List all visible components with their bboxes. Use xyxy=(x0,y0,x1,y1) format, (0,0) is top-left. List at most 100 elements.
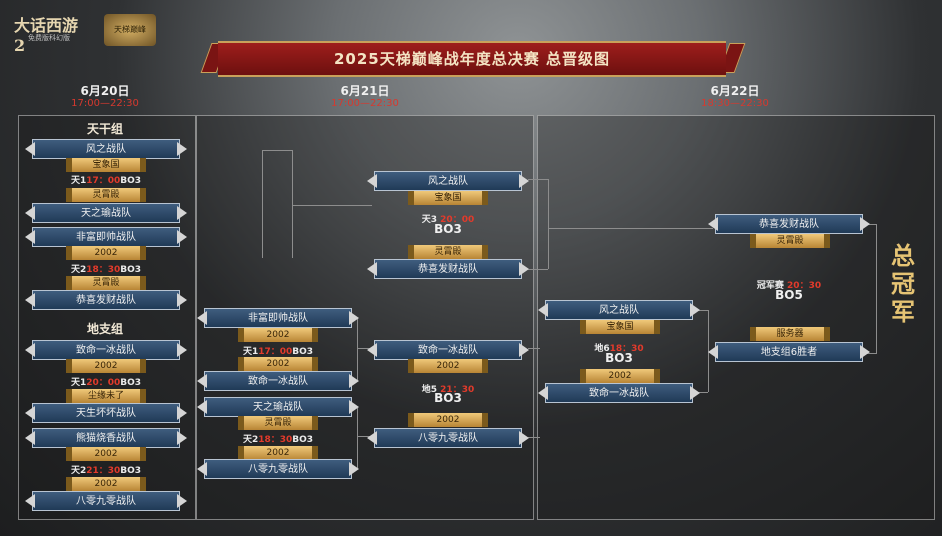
team-slot[interactable]: 致命一冰战队 xyxy=(367,340,529,360)
team-slot[interactable]: 恭喜发财战队 xyxy=(367,259,529,279)
match-tag: 天3 xyxy=(421,215,438,225)
team-slot[interactable]: 致命一冰战队 xyxy=(25,340,187,360)
connector xyxy=(528,179,548,180)
connector xyxy=(357,408,358,468)
match-format: BO3 xyxy=(292,435,314,445)
team-slot[interactable]: 致命一冰战队 xyxy=(197,371,359,391)
match-time: 地5 21：30 xyxy=(374,382,522,395)
connector xyxy=(708,310,709,392)
connector xyxy=(292,205,372,206)
match-time: 天218：30BO3 xyxy=(32,262,180,275)
match-time: 天120：00BO3 xyxy=(32,375,180,388)
server-label: 灵霄殿 xyxy=(750,234,830,248)
match-time: 冠军赛 20：30 xyxy=(715,278,863,291)
team-slot[interactable]: 熊猫烧香战队 xyxy=(25,428,187,448)
team-name: 天生坏坏战队 xyxy=(76,408,136,419)
team-name: 天之瑜战队 xyxy=(81,208,131,219)
match-time: 天117：00BO3 xyxy=(204,344,352,357)
match-tag: 冠军赛 xyxy=(756,281,784,291)
team-slot[interactable]: 风之战队 xyxy=(25,139,187,159)
match-tag: 天1 xyxy=(70,176,87,186)
team-slot[interactable]: 风之战队 xyxy=(538,300,700,320)
team-slot[interactable]: 八零九零战队 xyxy=(367,428,529,448)
chevron-right-icon xyxy=(690,386,700,400)
server-label: 2002 xyxy=(238,328,318,342)
server-label: 2002 xyxy=(66,359,146,373)
match-time-value: 21：30 xyxy=(86,466,121,476)
connector xyxy=(548,228,713,229)
match-time: 天218：30BO3 xyxy=(204,432,352,445)
chevron-right-icon xyxy=(349,462,359,476)
chevron-right-icon xyxy=(177,206,187,220)
team-name: 非富即帅战队 xyxy=(76,232,136,243)
team-slot[interactable]: 恭喜发财战队 xyxy=(708,214,870,234)
match-time: 地618：30 xyxy=(545,341,693,354)
match-tag: 地6 xyxy=(594,344,610,354)
team-slot[interactable]: 非富即帅战队 xyxy=(197,308,359,328)
connector xyxy=(876,224,877,354)
match-time-value: 18：30 xyxy=(609,344,644,354)
day1-date: 6月20日 xyxy=(80,84,130,98)
team-slot[interactable]: 风之战队 xyxy=(367,171,529,191)
day3-date: 6月22日 xyxy=(710,84,760,98)
match-format: BO3 xyxy=(605,351,633,365)
match-tag: 天2 xyxy=(70,265,87,275)
connector xyxy=(866,353,876,354)
team-slot[interactable]: 天生坏坏战队 xyxy=(25,403,187,423)
team-slot[interactable]: 地支组6胜者 xyxy=(708,342,870,362)
chevron-right-icon xyxy=(177,293,187,307)
match-time-value: 20：00 xyxy=(86,378,121,388)
connector xyxy=(357,436,372,437)
chevron-right-icon xyxy=(349,311,359,325)
connector xyxy=(528,437,540,438)
match-format: BO3 xyxy=(120,378,142,388)
match-time: 天117：00BO3 xyxy=(32,173,180,186)
chevron-right-icon xyxy=(519,431,529,445)
team-name: 恭喜发财战队 xyxy=(759,219,819,230)
chevron-right-icon xyxy=(177,494,187,508)
connector xyxy=(696,310,708,311)
team-name: 八零九零战队 xyxy=(418,433,478,444)
game-logo: 大话西游2 xyxy=(14,16,79,55)
chevron-right-icon xyxy=(349,400,359,414)
server-label: 2002 xyxy=(238,357,318,371)
team-slot[interactable]: 恭喜发财战队 xyxy=(25,290,187,310)
match-format: BO3 xyxy=(434,222,462,236)
server-label: 2002 xyxy=(408,413,488,427)
connector xyxy=(548,179,549,269)
event-logo: 天梯巅峰 xyxy=(104,14,156,46)
team-slot[interactable]: 八零九零战队 xyxy=(25,491,187,511)
champion-title: 总冠军 xyxy=(891,241,915,326)
match-time-value: 20：30 xyxy=(787,281,822,291)
team-slot[interactable]: 非富即帅战队 xyxy=(25,227,187,247)
match-format: BO5 xyxy=(775,288,803,302)
server-label: 2002 xyxy=(238,446,318,460)
team-slot[interactable]: 天之瑜战队 xyxy=(197,397,359,417)
team-name: 致命一冰战队 xyxy=(76,345,136,356)
chevron-right-icon xyxy=(349,374,359,388)
team-name: 致命一冰战队 xyxy=(248,376,308,387)
chevron-right-icon xyxy=(177,230,187,244)
team-slot[interactable]: 八零九零战队 xyxy=(197,459,359,479)
day2-date: 6月21日 xyxy=(340,84,390,98)
server-label: 尘缘未了 xyxy=(66,389,146,403)
team-name: 恭喜发财战队 xyxy=(76,295,136,306)
connector xyxy=(866,224,876,225)
match-format: BO3 xyxy=(434,391,462,405)
team-slot[interactable]: 致命一冰战队 xyxy=(538,383,700,403)
team-name: 非富即帅战队 xyxy=(248,313,308,324)
chevron-right-icon xyxy=(860,345,870,359)
match-time-value: 18：30 xyxy=(258,435,293,445)
server-label: 灵霄殿 xyxy=(66,188,146,202)
day2-time: 17:00—22:30 xyxy=(331,98,399,109)
team-slot[interactable]: 天之瑜战队 xyxy=(25,203,187,223)
game-logo-subtitle: 免费版科幻版 xyxy=(28,34,70,42)
match-tag: 天1 xyxy=(242,347,259,357)
match-time-value: 17：00 xyxy=(258,347,293,357)
server-label: 宝象国 xyxy=(408,191,488,205)
match-time-value: 18：30 xyxy=(86,265,121,275)
chevron-right-icon xyxy=(177,142,187,156)
match-format: BO3 xyxy=(292,347,314,357)
match-tag: 天2 xyxy=(242,435,259,445)
match-format: BO3 xyxy=(120,176,142,186)
